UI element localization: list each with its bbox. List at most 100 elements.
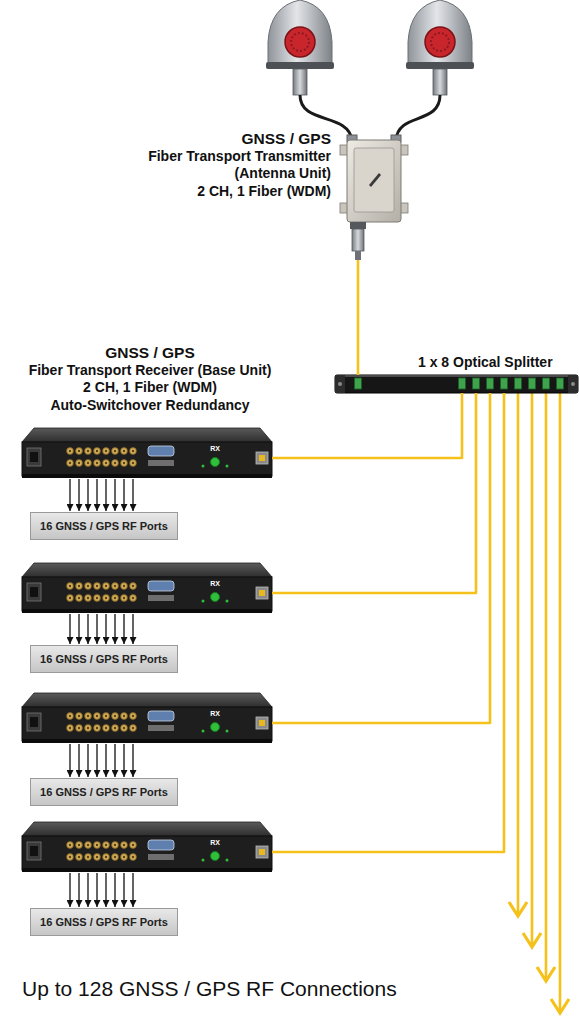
db-connector bbox=[148, 840, 174, 850]
sma-connector bbox=[112, 460, 119, 467]
ports-label: 16 GNSS / GPS RF Ports bbox=[40, 520, 168, 532]
label-plate bbox=[148, 460, 174, 466]
fiber-link bbox=[272, 393, 504, 852]
sma-pin bbox=[132, 450, 134, 452]
fiber-output bbox=[559, 392, 562, 1012]
status-led bbox=[202, 600, 205, 603]
power-socket bbox=[30, 846, 38, 856]
sma-connector bbox=[121, 460, 128, 467]
heading-line: Auto-Switchover Redundancy bbox=[0, 397, 300, 415]
sma-connector bbox=[67, 725, 74, 732]
connector-line bbox=[123, 744, 124, 777]
connector-line bbox=[132, 744, 133, 777]
sma-connector bbox=[112, 448, 119, 455]
fiber-port bbox=[459, 378, 466, 389]
unit-graphic bbox=[22, 428, 272, 478]
sma-pin bbox=[123, 727, 125, 729]
rf-output-arrows bbox=[70, 479, 133, 511]
sma-pin bbox=[105, 715, 107, 717]
sma-connector bbox=[94, 854, 101, 861]
rack-ear bbox=[335, 375, 345, 393]
sma-connector bbox=[76, 725, 83, 732]
fiber-port bbox=[529, 378, 536, 389]
sma-connector bbox=[85, 713, 92, 720]
sma-pin bbox=[69, 462, 71, 464]
connector-line bbox=[114, 873, 115, 907]
unit-graphic bbox=[335, 375, 578, 393]
sma-connector bbox=[94, 713, 101, 720]
connector-line bbox=[87, 479, 88, 511]
sma-connector bbox=[112, 842, 119, 849]
sma-pin bbox=[132, 844, 134, 846]
fiber-output bbox=[545, 392, 548, 980]
sma-connector bbox=[121, 713, 128, 720]
sma-pin bbox=[132, 585, 134, 587]
sma-pin bbox=[114, 450, 116, 452]
sma-pin bbox=[87, 727, 89, 729]
rf-output-arrows bbox=[70, 744, 133, 777]
ports-label: 16 GNSS / GPS RF Ports bbox=[40, 653, 168, 665]
chassis-front bbox=[22, 707, 272, 741]
status-led bbox=[226, 465, 229, 468]
sma-connector bbox=[121, 595, 128, 602]
sma-pin bbox=[96, 585, 98, 587]
chassis-top bbox=[22, 563, 272, 577]
sma-pin bbox=[87, 585, 89, 587]
sma-pin bbox=[96, 450, 98, 452]
rf-ports-box: 16 GNSS / GPS RF Ports bbox=[30, 645, 178, 673]
sma-pin bbox=[78, 450, 80, 452]
connector-line bbox=[69, 873, 70, 907]
rx-label: RX bbox=[203, 580, 227, 588]
connector-line bbox=[87, 873, 88, 907]
sma-connector bbox=[94, 460, 101, 467]
sma-pin bbox=[132, 727, 134, 729]
connector-line bbox=[69, 744, 70, 777]
connector-line bbox=[78, 744, 79, 777]
heading-line: Fiber Transport Receiver (Base Unit) bbox=[0, 362, 300, 380]
fiber-output bbox=[517, 392, 520, 915]
sma-connector bbox=[85, 583, 92, 590]
heading-block: GNSS / GPSFiber Transport Receiver (Base… bbox=[0, 344, 300, 414]
sma-pin bbox=[123, 585, 125, 587]
ports-label: 16 GNSS / GPS RF Ports bbox=[40, 786, 168, 798]
sma-connector bbox=[76, 448, 83, 455]
chassis-top bbox=[22, 822, 272, 836]
sma-pin bbox=[96, 844, 98, 846]
fiber-port bbox=[355, 378, 362, 389]
status-led bbox=[226, 600, 229, 603]
sma-connector bbox=[112, 725, 119, 732]
rf-ports-box: 16 GNSS / GPS RF Ports bbox=[30, 778, 178, 806]
rx-label: RX bbox=[203, 445, 227, 453]
fiber-link bbox=[272, 393, 462, 458]
sma-pin bbox=[105, 727, 107, 729]
chassis-bottom bbox=[22, 474, 272, 478]
connector-line bbox=[132, 614, 133, 644]
sma-connector bbox=[130, 854, 137, 861]
sma-connector bbox=[121, 842, 128, 849]
sma-pin bbox=[123, 844, 125, 846]
sma-connector bbox=[85, 460, 92, 467]
sma-connector bbox=[94, 595, 101, 602]
rf-output-arrows bbox=[70, 614, 133, 644]
sma-connector bbox=[94, 448, 101, 455]
connector-line bbox=[105, 614, 106, 644]
receiver-unit: GNSS / GPSFiber Transport Receiver (Base… bbox=[22, 428, 272, 478]
sma-pin bbox=[105, 856, 107, 858]
status-led bbox=[202, 859, 205, 862]
fiber-port bbox=[543, 378, 550, 389]
db-connector bbox=[148, 581, 174, 591]
sma-pin bbox=[105, 597, 107, 599]
heading-line: (Antenna Unit) bbox=[148, 165, 331, 183]
sma-connector bbox=[130, 448, 137, 455]
sma-pin bbox=[105, 462, 107, 464]
sma-pin bbox=[123, 856, 125, 858]
chassis-front bbox=[22, 836, 272, 870]
sma-pin bbox=[87, 844, 89, 846]
sma-pin bbox=[114, 727, 116, 729]
sma-pin bbox=[96, 856, 98, 858]
receiver-unit: RX bbox=[22, 693, 272, 743]
sma-connector bbox=[130, 460, 137, 467]
caption-note: Up to 128 GNSS / GPS RF Connections bbox=[22, 977, 397, 1001]
splitter-chassis bbox=[335, 375, 578, 393]
sma-connector bbox=[121, 725, 128, 732]
